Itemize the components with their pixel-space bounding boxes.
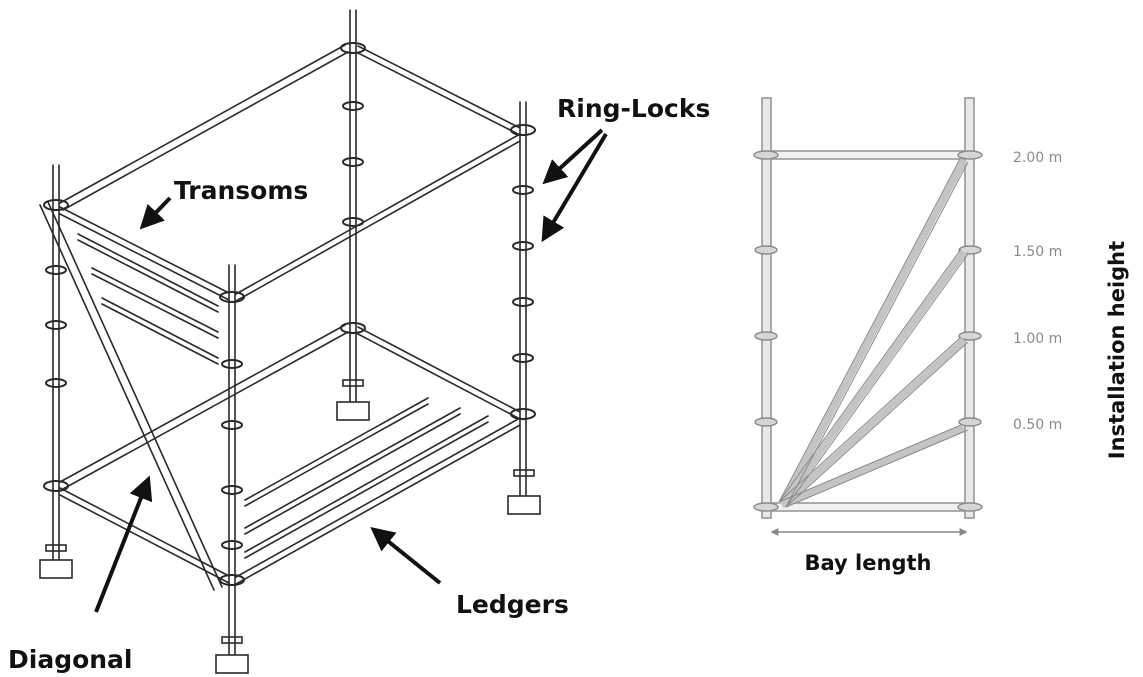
standard-back-right	[507, 101, 541, 515]
elevation-standard-left	[761, 97, 772, 519]
diagonal-arrow	[94, 475, 153, 613]
callout-arrows	[94, 128, 608, 613]
diagonal-label: Diagonal	[8, 645, 133, 674]
ledgers-label: Ledgers	[456, 590, 569, 619]
standard-front-center	[215, 264, 249, 674]
bottom-frame	[59, 324, 521, 585]
transoms-label: Transoms	[174, 176, 308, 205]
height-label-1-00: 1.00 m	[1013, 331, 1062, 347]
transom-bars	[77, 233, 219, 365]
top-frame	[59, 44, 521, 302]
elevation-diagonal-outlines	[778, 156, 969, 508]
diagonal-brace	[39, 201, 223, 591]
height-label-2-00: 2.00 m	[1013, 150, 1062, 166]
rosettes	[43, 42, 536, 586]
elevation-drawing	[753, 97, 983, 536]
standard-back-center	[336, 9, 370, 421]
installation-height-label: Installation height	[1105, 241, 1129, 459]
ring-locks-label: Ring-Locks	[557, 94, 710, 123]
ledger-bars	[244, 397, 489, 559]
base-jacks	[45, 379, 535, 644]
standard-front-left	[39, 164, 73, 579]
ring-locks-arrow-1	[542, 128, 604, 185]
height-label-0-50: 0.50 m	[1013, 417, 1062, 433]
elevation-standard-right	[964, 97, 975, 519]
bay-length-label: Bay length	[805, 551, 932, 575]
elevation-rosettes	[753, 150, 983, 512]
transoms-arrow	[139, 196, 172, 230]
height-label-1-50: 1.50 m	[1013, 244, 1062, 260]
elevation-diagonals	[778, 158, 968, 509]
ledgers-arrow	[370, 526, 442, 585]
ring-locks-arrow-2	[541, 132, 608, 243]
scaffold-isometric-drawing	[39, 9, 541, 674]
